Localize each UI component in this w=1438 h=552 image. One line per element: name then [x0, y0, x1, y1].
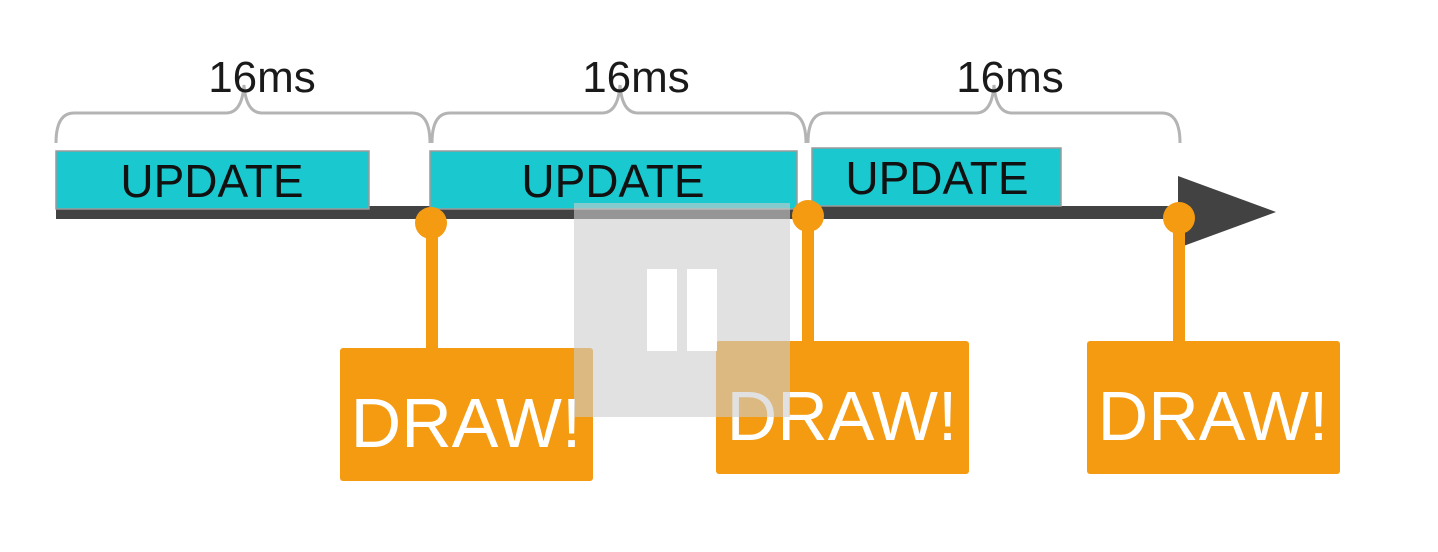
pause-icon	[647, 269, 677, 351]
draw-stem-1	[426, 222, 438, 350]
interval-label-3: 16ms	[956, 53, 1064, 102]
update-block-1	[55, 150, 370, 210]
interval-bracket-2	[430, 84, 808, 144]
draw-box-3	[1087, 341, 1340, 474]
draw-dot-2	[792, 200, 824, 232]
draw-marker-1	[415, 207, 447, 350]
update-label-2: UPDATE	[521, 155, 704, 207]
pause-button[interactable]	[574, 203, 790, 417]
draw-label-1: DRAW!	[351, 384, 582, 462]
draw-dot-1	[415, 207, 447, 239]
draw-marker-3	[1163, 202, 1195, 342]
update-label-1: UPDATE	[120, 155, 303, 207]
draw-box-1	[340, 348, 593, 481]
draw-stem-2	[802, 218, 814, 342]
interval-bracket-3	[806, 84, 1182, 144]
update-label-3: UPDATE	[845, 152, 1028, 204]
timeline-arrowhead	[1178, 176, 1276, 248]
draw-label-3: DRAW!	[1098, 377, 1329, 455]
pause-icon-bar	[687, 269, 717, 351]
interval-label-2: 16ms	[582, 53, 690, 102]
interval-brackets	[54, 84, 1182, 144]
draw-dot-3	[1163, 202, 1195, 234]
update-block-3	[811, 147, 1062, 207]
interval-bracket-1	[54, 84, 432, 144]
draw-stem-3	[1173, 220, 1185, 342]
interval-label-1: 16ms	[208, 53, 316, 102]
draw-marker-2	[792, 200, 824, 342]
